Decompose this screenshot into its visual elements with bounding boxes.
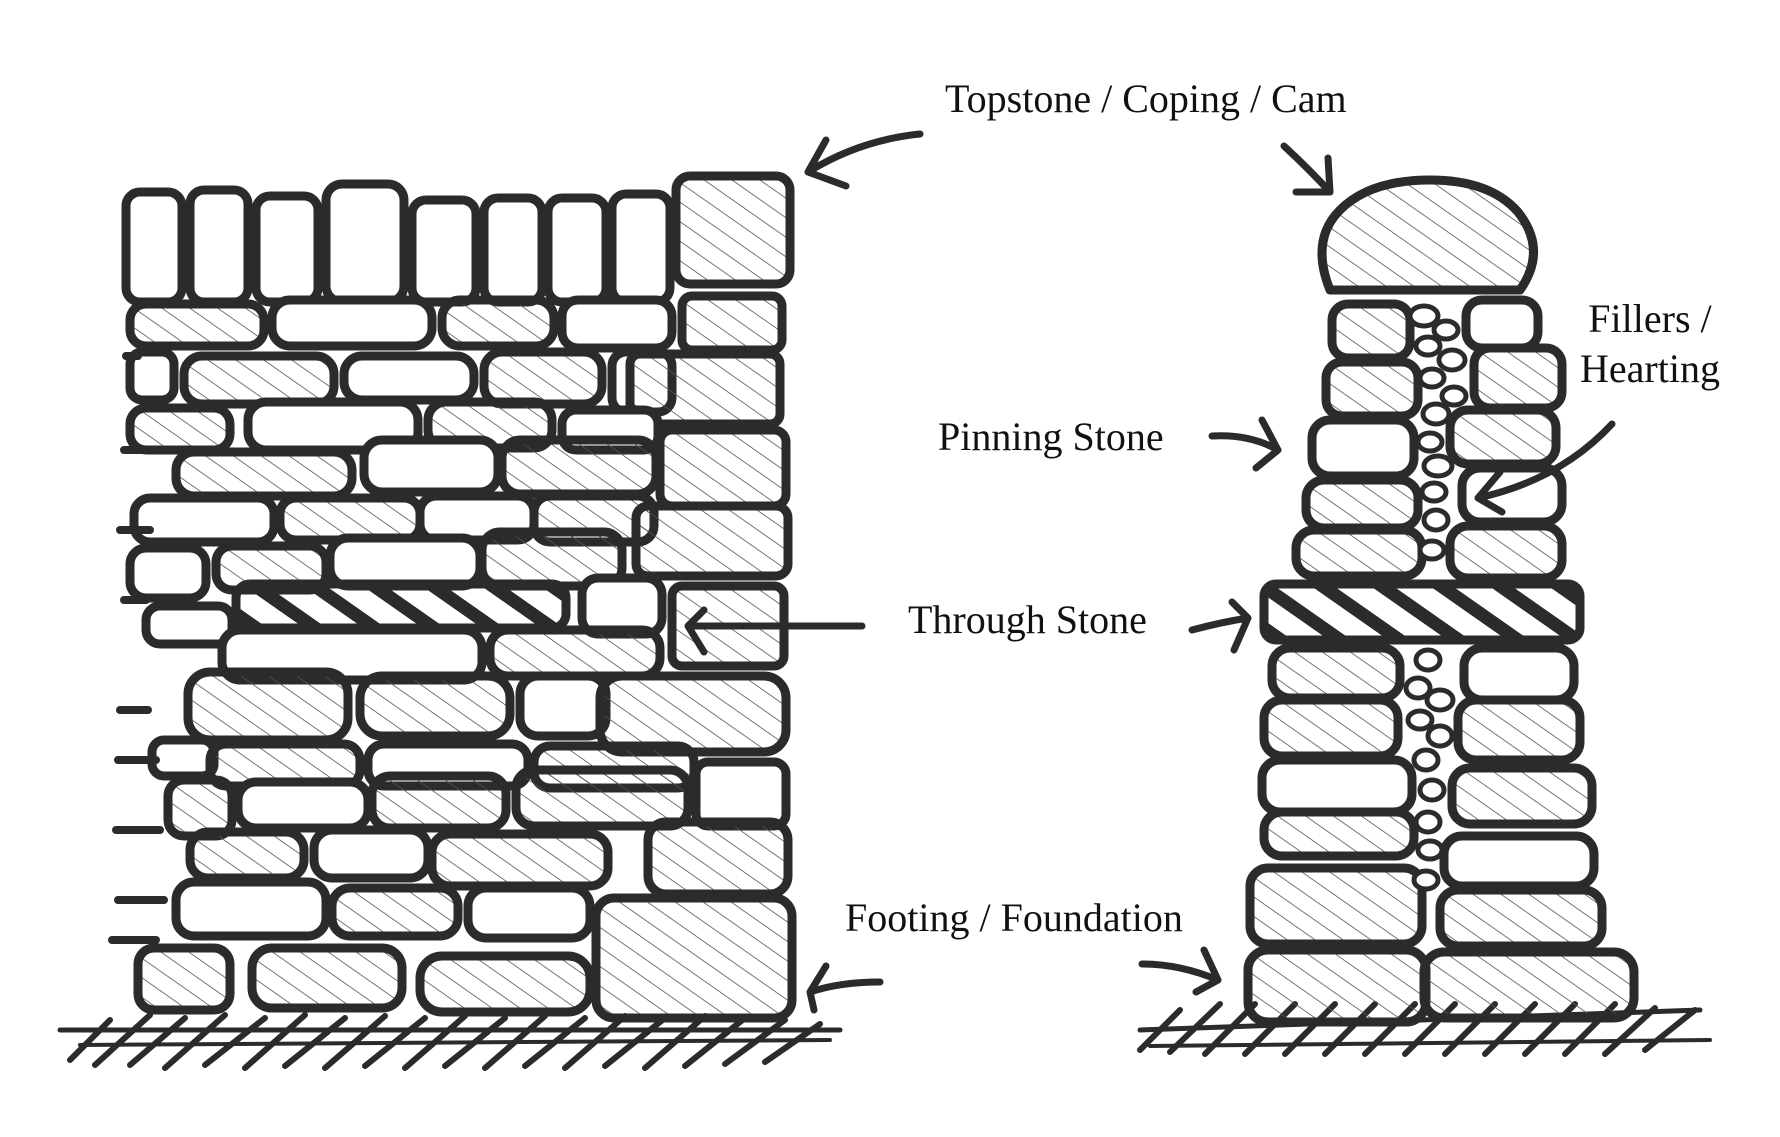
label-through-stone: Through Stone (908, 597, 1147, 642)
arrow-footing-section (1138, 946, 1222, 996)
label-fillers-line2: Hearting (1580, 346, 1720, 391)
through-stone-front (231, 579, 571, 633)
label-topstone: Topstone / Coping / Cam (945, 76, 1347, 121)
wall-face-elevation (57, 171, 843, 1071)
arrow-through-face (684, 606, 866, 656)
callout-arrows (684, 130, 1616, 1014)
label-footing: Footing / Foundation (845, 895, 1183, 940)
coping-stones (121, 171, 795, 307)
label-fillers-line1: Fillers / (1588, 296, 1712, 341)
through-stone-section (1259, 579, 1585, 645)
section-topstone (1317, 175, 1538, 295)
ground-hatching (57, 1012, 843, 1071)
left-edge-strokes (108, 352, 168, 944)
arrow-pinning (1208, 416, 1282, 472)
arrow-topstone-face (804, 130, 924, 190)
wall-cross-section (1137, 175, 1712, 1057)
hearting-fillers (1403, 303, 1469, 892)
label-fillers: Fillers / Hearting (1580, 294, 1720, 394)
label-pinning-stone: Pinning Stone (938, 414, 1164, 459)
arrow-footing-face (806, 962, 884, 1014)
arrow-through-section (1188, 598, 1252, 654)
arrow-topstone-section (1280, 142, 1334, 196)
arrow-fillers (1474, 420, 1616, 516)
body-stones (125, 291, 797, 1023)
